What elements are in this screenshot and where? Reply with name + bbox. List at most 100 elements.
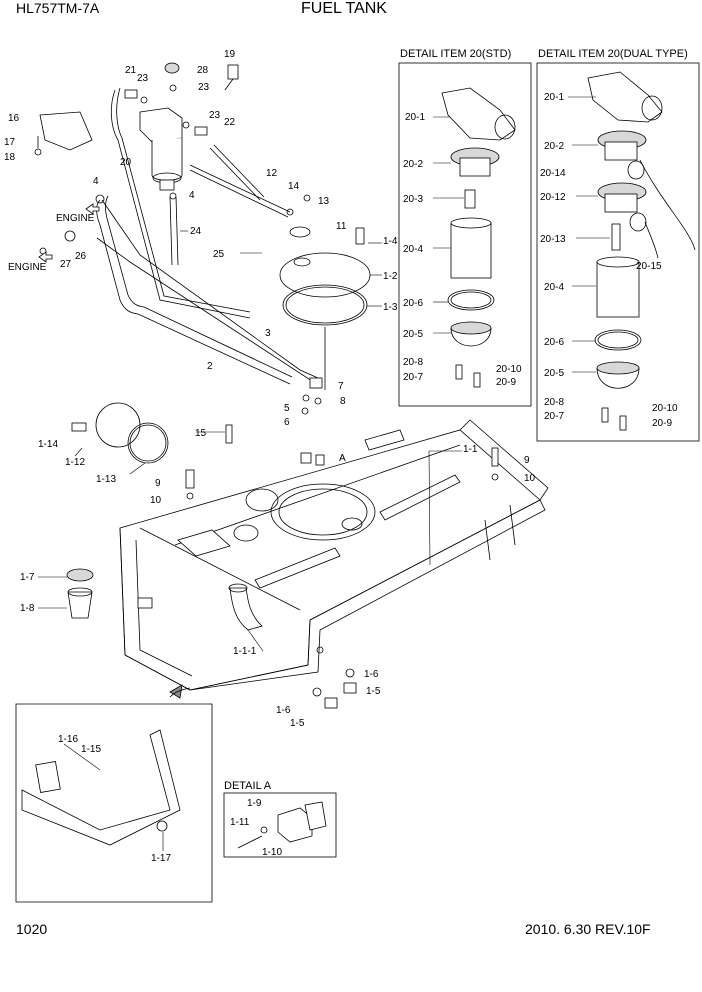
callouts-main: 21 23 28 19 23 16 17 18 22 23 20 4 4 12 … — [4, 49, 536, 729]
callout: 20-2 — [403, 159, 423, 170]
callout: 15 — [195, 428, 207, 439]
dual-filter-parts — [587, 71, 696, 431]
engine-label: ENGINE — [8, 262, 47, 273]
detail-dual-frame — [536, 62, 700, 442]
callout: 4 — [93, 176, 99, 187]
callout: 20-5 — [403, 329, 423, 340]
callout: 1-7 — [20, 572, 35, 583]
callout: 20-6 — [403, 298, 423, 309]
callout: 21 — [125, 65, 137, 76]
callouts-std: 20-1 20-2 20-3 20-4 20-6 20-5 20-8 20-10… — [403, 112, 522, 388]
detail-a-marker: A — [339, 453, 346, 464]
callout: 20-1 — [405, 112, 425, 123]
callout: 20-10 — [652, 403, 678, 414]
callout: 20-1 — [544, 92, 564, 103]
callout: 13 — [318, 196, 330, 207]
inset-frame — [15, 703, 213, 903]
callout: 7 — [338, 381, 344, 392]
page-title: FUEL TANK — [301, 0, 387, 17]
fuel-filter-assembly — [39, 107, 183, 191]
callout: 6 — [284, 417, 290, 428]
callout: 23 — [137, 73, 149, 84]
callout: 1-3 — [383, 302, 398, 313]
side-cover — [95, 402, 169, 464]
callout: 24 — [190, 226, 202, 237]
callout: 1-8 — [20, 603, 35, 614]
tank-cover-plate — [279, 226, 371, 390]
callout: 1-17 — [151, 853, 171, 864]
callout: 1-9 — [247, 798, 262, 809]
inset-bracket — [21, 729, 181, 846]
callout: 19 — [224, 49, 236, 60]
tank-body — [119, 419, 549, 691]
engine-label: ENGINE — [56, 213, 95, 224]
callout: 20-3 — [403, 194, 423, 205]
callout: 1-2 — [383, 271, 398, 282]
callout: 27 — [60, 259, 72, 270]
callout: 20-7 — [544, 411, 564, 422]
callout: 20-12 — [540, 192, 566, 203]
detail-std-frame — [398, 62, 532, 407]
callout: 10 — [150, 495, 162, 506]
callout: 4 — [189, 190, 195, 201]
callout: 1-12 — [65, 457, 85, 468]
callout: 18 — [4, 152, 16, 163]
callout: 1-10 — [262, 847, 282, 858]
strainer — [66, 568, 94, 619]
revision-date: 2010. 6.30 REV.10F — [525, 921, 651, 937]
callout: 11 — [336, 221, 347, 232]
detail-dual-title: DETAIL ITEM 20(DUAL TYPE) — [538, 48, 688, 60]
callout: 23 — [198, 82, 210, 93]
callout: 25 — [213, 249, 225, 260]
callout: 1-1-1 — [233, 646, 257, 657]
callout: 20-5 — [544, 368, 564, 379]
callout: 20-13 — [540, 234, 566, 245]
callout: 8 — [340, 396, 346, 407]
callout: 20-9 — [496, 377, 516, 388]
callout: 22 — [224, 117, 236, 128]
callouts-detail-a: 1-9 1-11 1-10 — [230, 798, 282, 858]
model-number: HL757TM-7A — [16, 0, 100, 16]
callout: 20-8 — [403, 357, 423, 368]
callout: 20-8 — [544, 397, 564, 408]
leader-lines — [38, 96, 610, 851]
callout: 23 — [209, 110, 221, 121]
callout: 9 — [155, 478, 161, 489]
callout: 1-16 — [58, 734, 78, 745]
callout: 1-6 — [276, 705, 291, 716]
callout: 1-13 — [96, 474, 116, 485]
callout: 14 — [288, 181, 300, 192]
callout: 20-4 — [544, 282, 564, 293]
callout: 1-11 — [230, 817, 250, 828]
callouts-inset: 1-16 1-15 1-17 — [58, 734, 171, 864]
detail-a-title: DETAIL A — [224, 780, 272, 792]
callout: 20-6 — [544, 337, 564, 348]
callout: 1-5 — [366, 686, 381, 697]
callout: 1-4 — [383, 236, 398, 247]
callout: 20-15 — [636, 261, 662, 272]
detail-a-frame — [223, 792, 337, 858]
callout: 20-10 — [496, 364, 522, 375]
callouts-dual: 20-1 20-2 20-14 20-12 20-13 20-15 20-4 2… — [540, 92, 678, 429]
callout: 1-6 — [364, 669, 379, 680]
callout: 1-1 — [463, 444, 478, 455]
callout: 20-9 — [652, 418, 672, 429]
callout: 1-14 — [38, 439, 58, 450]
callout: 9 — [524, 455, 530, 466]
callout: 20 — [120, 157, 132, 168]
callout: 1-15 — [81, 744, 101, 755]
callout: 1-5 — [290, 718, 305, 729]
callout: 10 — [524, 473, 536, 484]
callout: 12 — [266, 168, 278, 179]
engine-arrows — [38, 203, 100, 263]
hose-lines — [96, 87, 319, 386]
callout: 20-4 — [403, 244, 423, 255]
callout: 28 — [197, 65, 209, 76]
callout: 20-2 — [544, 141, 564, 152]
callout: 5 — [284, 403, 290, 414]
fittings — [34, 62, 499, 709]
callout: 20-7 — [403, 372, 423, 383]
callout: 16 — [8, 113, 20, 124]
